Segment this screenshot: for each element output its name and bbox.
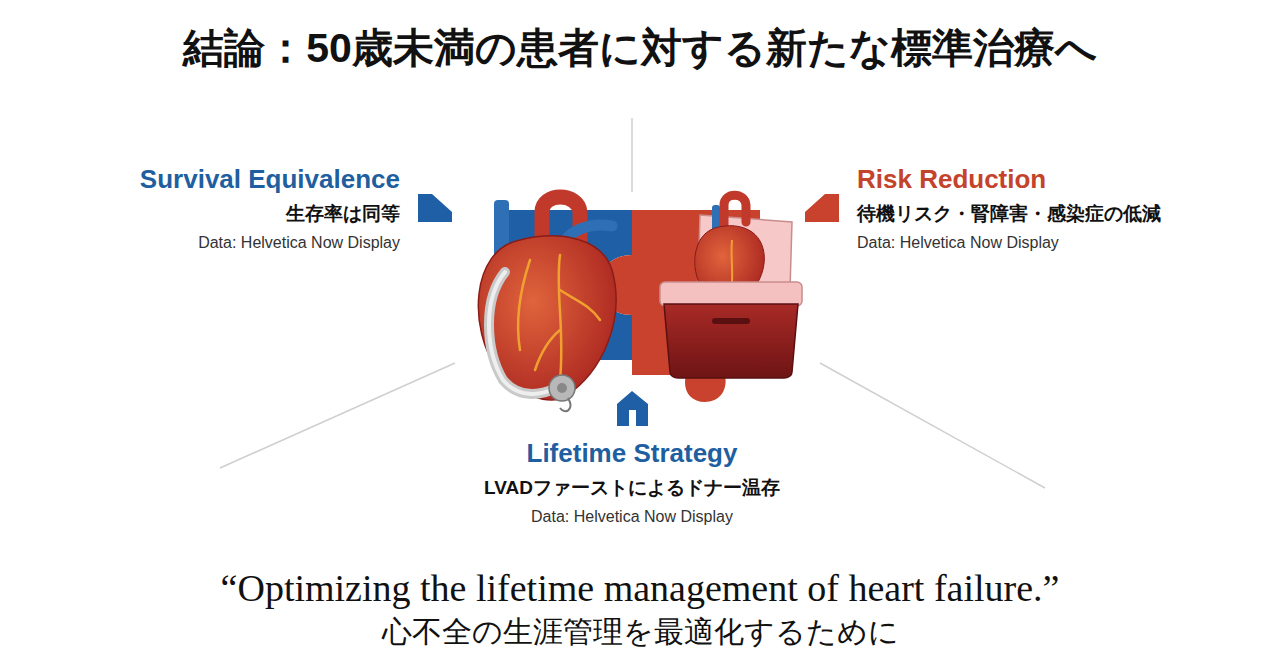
donor-aorta bbox=[724, 195, 746, 225]
section-body: LVADファーストによるドナー温存 bbox=[422, 477, 842, 500]
data-note: Data: Helvetica Now Display bbox=[857, 233, 1257, 252]
pointer-mark bbox=[805, 194, 839, 222]
leader-line bbox=[820, 363, 1045, 488]
section-body: 生存率は同等 bbox=[20, 203, 400, 226]
coronary-vessels bbox=[518, 255, 600, 380]
cooler-handle bbox=[712, 318, 750, 324]
lvad-pump-core bbox=[557, 383, 567, 393]
pointer-mark bbox=[418, 194, 452, 222]
leader-line bbox=[631, 118, 633, 192]
cooler-illustration bbox=[660, 195, 802, 378]
section-body: 待機リスク・腎障害・感染症の低減 bbox=[857, 203, 1257, 226]
heart-lvad-illustration bbox=[478, 197, 616, 411]
section-heading: Lifetime Strategy bbox=[422, 438, 842, 469]
section-heading: Risk Reduction bbox=[857, 164, 1257, 195]
cooler-body bbox=[664, 304, 798, 378]
data-note: Data: Helvetica Now Display bbox=[422, 507, 842, 526]
heart bbox=[478, 236, 616, 400]
pointer-mark bbox=[617, 391, 648, 426]
section-heading: Survival Equivalence bbox=[20, 164, 400, 195]
data-note: Data: Helvetica Now Display bbox=[20, 233, 400, 252]
lvad-pump bbox=[549, 375, 575, 401]
lvad-tube bbox=[489, 272, 556, 394]
quote-caption: “Optimizing the lifetime management of h… bbox=[20, 566, 1260, 612]
caption-translation: 心不全の生涯管理を最適化するために bbox=[40, 614, 1240, 650]
cooler-rim bbox=[660, 282, 802, 306]
slide-title: 結論：50歳未満の患者に対する新たな標準治療へ bbox=[20, 24, 1260, 73]
lvad-tube-highlight bbox=[489, 272, 556, 394]
leader-line bbox=[220, 363, 455, 468]
driveline bbox=[560, 398, 570, 411]
